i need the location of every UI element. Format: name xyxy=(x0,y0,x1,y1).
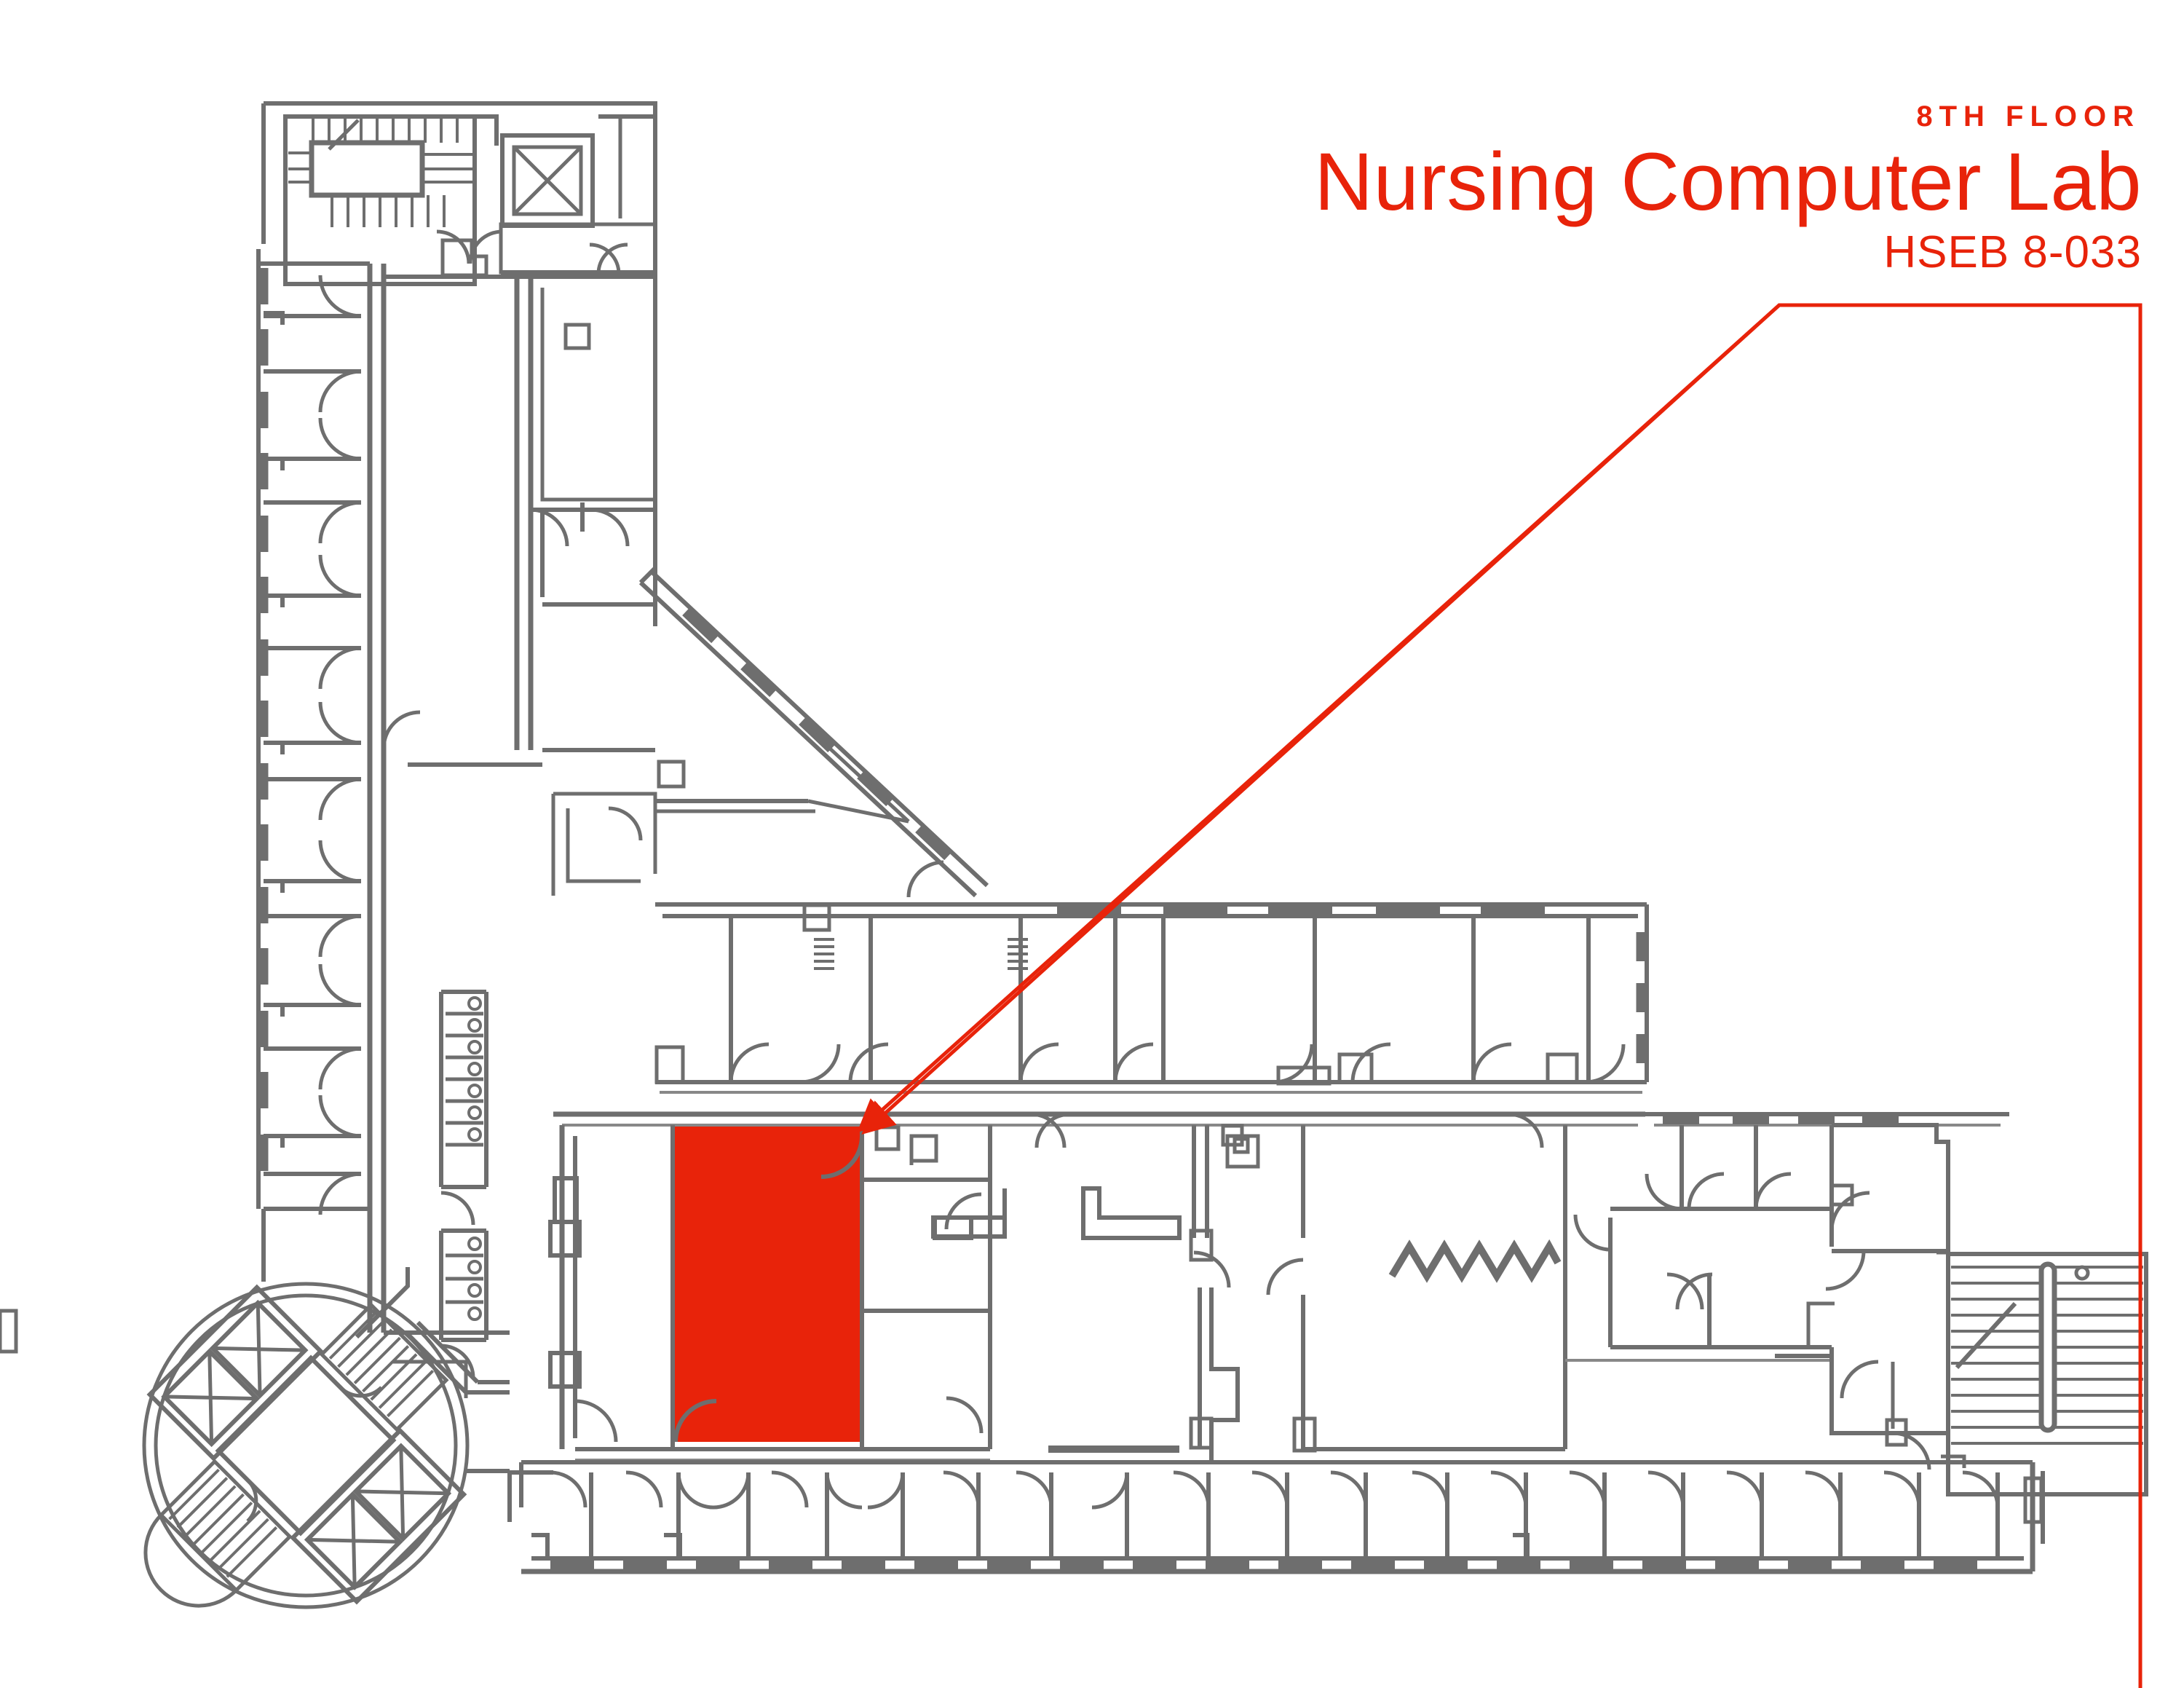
column xyxy=(563,323,591,350)
room-name: Nursing Computer Lab xyxy=(1314,136,2142,227)
leader-line-visible xyxy=(861,303,2142,1135)
column xyxy=(657,760,686,789)
west-office-doors xyxy=(318,275,362,1215)
north-wing xyxy=(256,101,657,1398)
elevator-cab xyxy=(161,1348,261,1448)
rotunda-stair xyxy=(319,1302,449,1432)
south-corridor xyxy=(507,1454,2045,1574)
west-restrooms xyxy=(439,990,488,1379)
title-block: 8TH FLOOR Nursing Computer Lab HSEB 8-03… xyxy=(1314,102,2142,275)
east-end-block xyxy=(1565,1112,2148,1496)
diagonal-link xyxy=(563,323,989,932)
north-stair xyxy=(283,114,477,286)
elevator-cab xyxy=(209,1299,309,1399)
accordion-partition-icon xyxy=(1388,1239,1562,1283)
furniture-counters xyxy=(931,1186,1182,1240)
north-elevator xyxy=(500,133,595,228)
elevator-cab xyxy=(304,1491,403,1590)
floor-label: 8TH FLOOR xyxy=(1916,100,2140,133)
room-code: HSEB 8-033 xyxy=(1883,227,2142,277)
east-wing-upper xyxy=(654,902,1649,1094)
east-wing-middle xyxy=(0,1111,1645,1462)
elevator-cab xyxy=(352,1443,452,1542)
southwest-round-core xyxy=(142,1267,510,1609)
east-stair xyxy=(1946,1252,2148,1496)
rotunda-stair xyxy=(143,1459,293,1608)
highlighted-room-8-033[interactable] xyxy=(673,1125,862,1442)
